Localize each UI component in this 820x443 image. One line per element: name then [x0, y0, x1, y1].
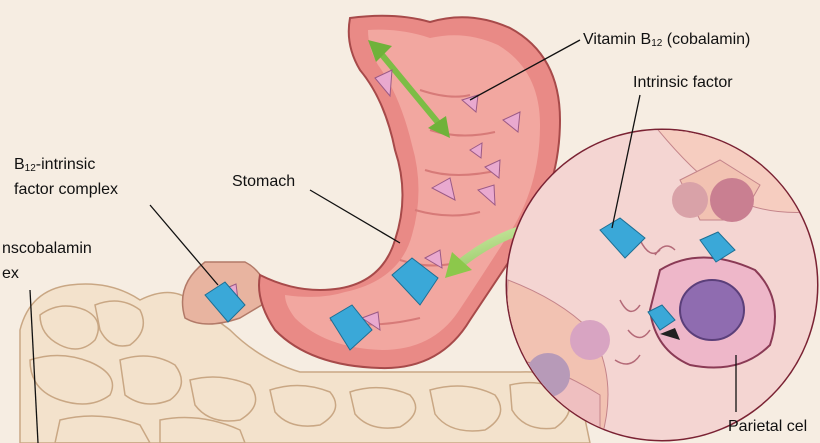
- transcobalamin-label-line2: ex: [2, 264, 19, 283]
- transcobalamin-label-line1: nscobalamin: [2, 239, 92, 258]
- complex-label-line1: B12-intrinsic: [14, 155, 95, 178]
- parietal-cell-label: Parietal cel: [728, 417, 807, 436]
- stomach-label: Stomach: [232, 172, 295, 191]
- complex-label-line2: factor complex: [14, 180, 118, 199]
- intrinsic-factor-label: Intrinsic factor: [633, 73, 733, 92]
- vitamin-b12-label: Vitamin B12 (cobalamin): [583, 30, 750, 53]
